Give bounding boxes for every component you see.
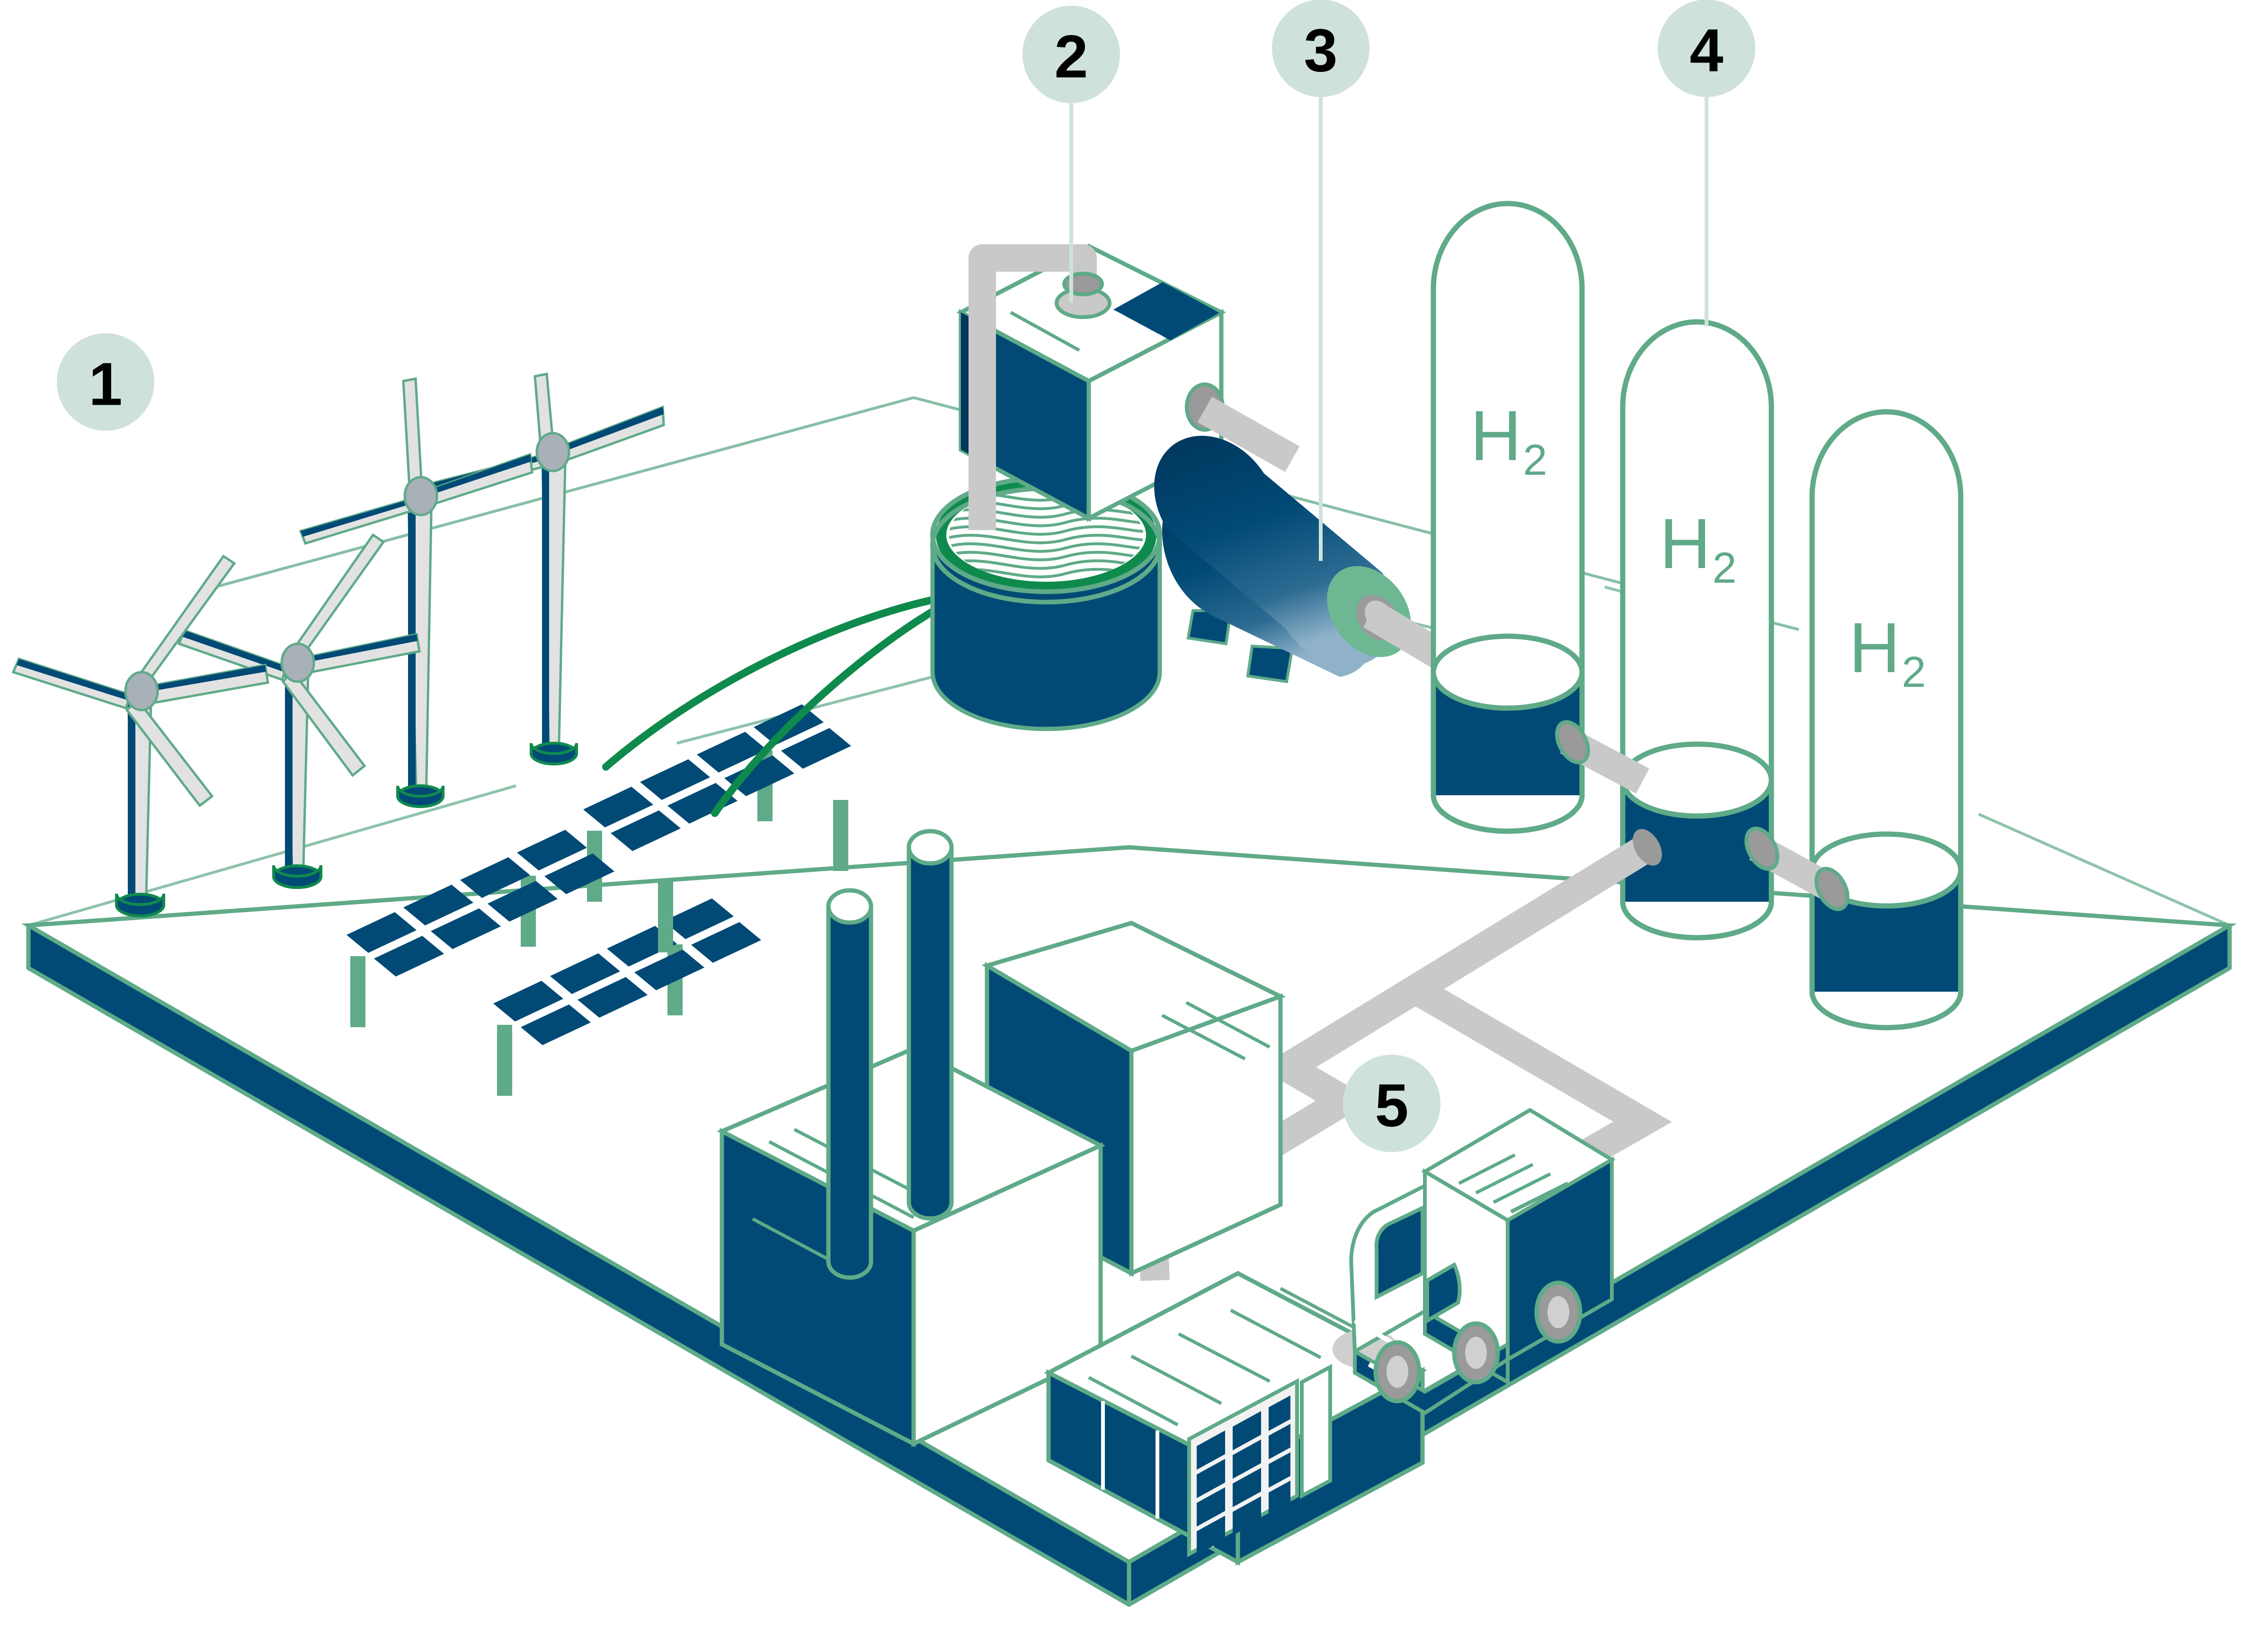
callout-badge-5[interactable]: 5 [1343,1055,1440,1152]
wind-turbine-1 [11,554,269,917]
container-buildings [1044,1270,1427,1566]
wind-turbine-3 [299,377,533,808]
pipe-electrolyzer-to-compressor [1197,397,1300,472]
callout-badge-1[interactable]: 1 [57,333,154,431]
tank-2-h2-subscript: 2 [1712,544,1736,592]
electrolyzer-louvres [1113,282,1219,340]
hydrogen-tank-1: H 2 [1431,201,1585,834]
chimney-tall [907,829,954,1221]
tank-3-h2-subscript: 2 [1902,648,1926,696]
hydrogen-tank-3: H 2 [1809,409,1964,1030]
compressor-unit [1154,435,1463,684]
window-grid-panel [1187,1378,1299,1557]
water-tank [930,476,1162,731]
hydrogen-tank-2: H 2 [1620,319,1774,941]
callout-badge-4[interactable]: 4 [1658,0,1755,97]
hydrogen-tank-group: H 2 H 2 H 2 [1431,201,1964,1030]
callout-badge-2[interactable]: 2 [1022,6,1120,103]
wind-turbine-group [11,373,665,917]
callout-badge-4-label: 4 [1689,17,1723,85]
delivery-truck [1333,1108,1616,1415]
chimney-short [826,888,873,1280]
callout-badge-3[interactable]: 3 [1272,0,1369,97]
tank-1-h2-subscript: 2 [1523,436,1547,484]
tank-2-h2-label: H [1660,504,1711,583]
solar-panel-2 [347,830,614,1027]
tank-3-h2-label: H [1849,608,1900,687]
tank-interconnect-pipes [1555,720,1849,911]
callout-badge-1-label: 1 [89,351,122,418]
pipe-electrolyzer-to-water-tank [969,244,1104,530]
tank-1-h2-label: H [1470,396,1521,475]
callout-group[interactable]: 1 2 3 4 5 [57,0,1755,1152]
truck-wheels [1373,1280,1582,1403]
solar-panel-group [347,704,851,1096]
callout-badge-5-label: 5 [1375,1072,1408,1140]
solar-panel-4 [658,800,848,952]
callout-badge-2-label: 2 [1054,23,1088,91]
wind-turbine-4 [431,373,665,765]
callout-badge-3-label: 3 [1304,17,1337,85]
